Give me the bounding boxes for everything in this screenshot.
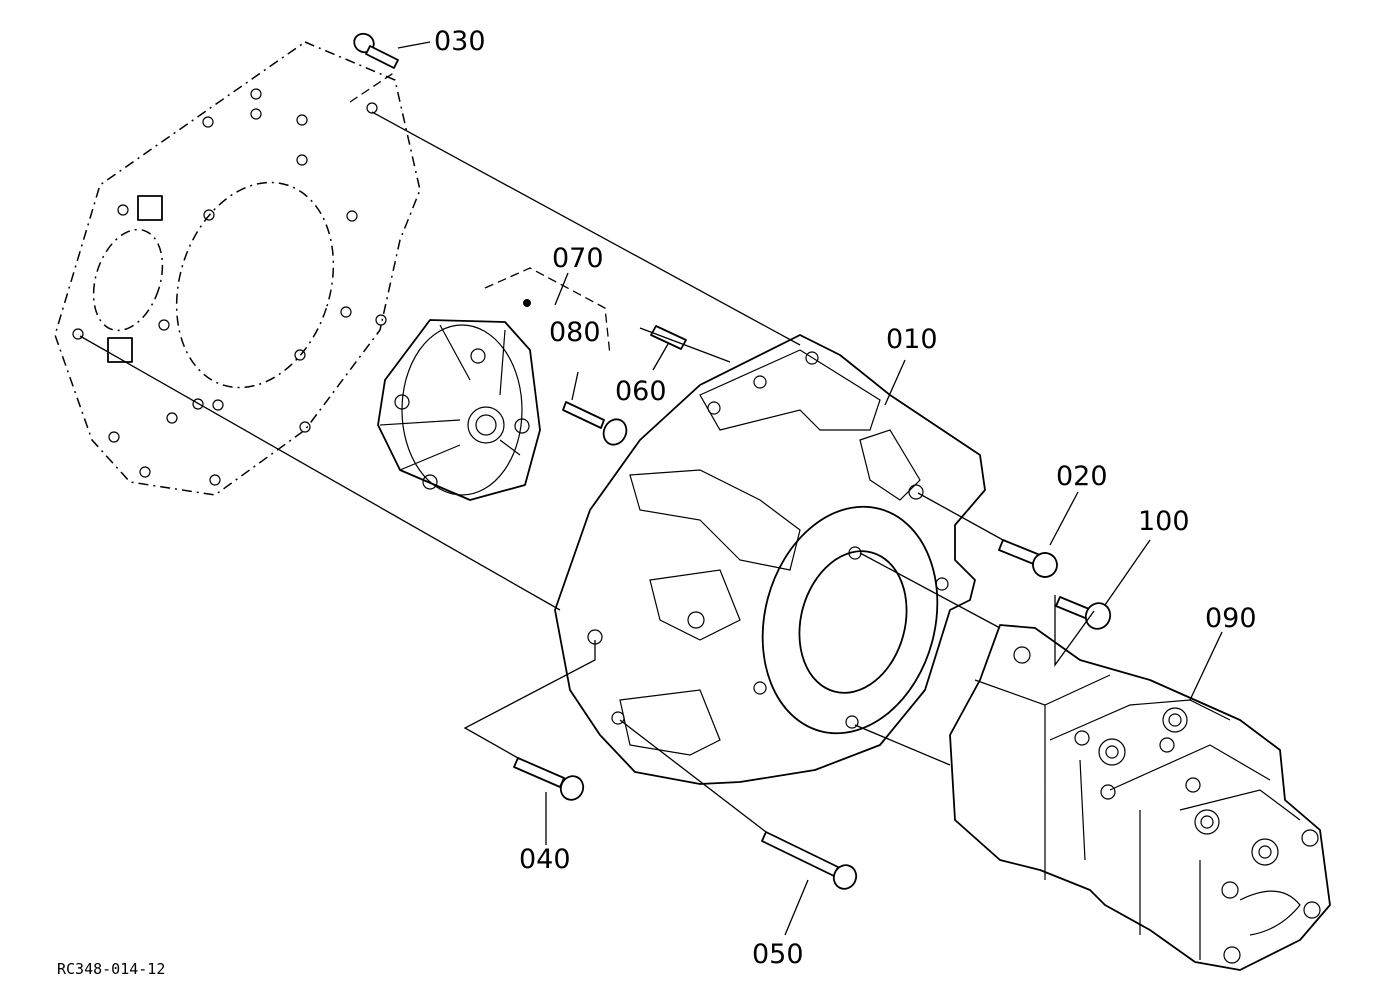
callout-040: 040 (519, 844, 571, 875)
callout-080: 080 (549, 317, 601, 348)
bolt-020 (998, 539, 1058, 578)
callout-100: 100 (1138, 506, 1190, 537)
flywheel-housing (554, 334, 986, 785)
drawing-code: RC348-014-12 (57, 960, 165, 978)
hydraulic-pump (949, 624, 1331, 971)
coupling-marker-dot (523, 299, 531, 307)
assembly-lines (79, 71, 1095, 833)
bolt-080 (562, 401, 628, 446)
bolt-100 (1055, 596, 1112, 630)
callout-060: 060 (615, 376, 667, 407)
bolt-050 (761, 831, 858, 890)
callout-010: 010 (886, 324, 938, 355)
callout-050: 050 (752, 939, 804, 970)
flywheel-plate (54, 41, 421, 496)
leader-lines (397, 41, 1223, 936)
pin-060 (650, 325, 687, 350)
bolt-030 (353, 32, 399, 69)
bolt-040 (513, 757, 585, 801)
callout-030: 030 (434, 26, 486, 57)
callout-070: 070 (552, 243, 604, 274)
callout-090: 090 (1205, 603, 1257, 634)
flex-coupling (377, 319, 541, 501)
callout-020: 020 (1056, 461, 1108, 492)
